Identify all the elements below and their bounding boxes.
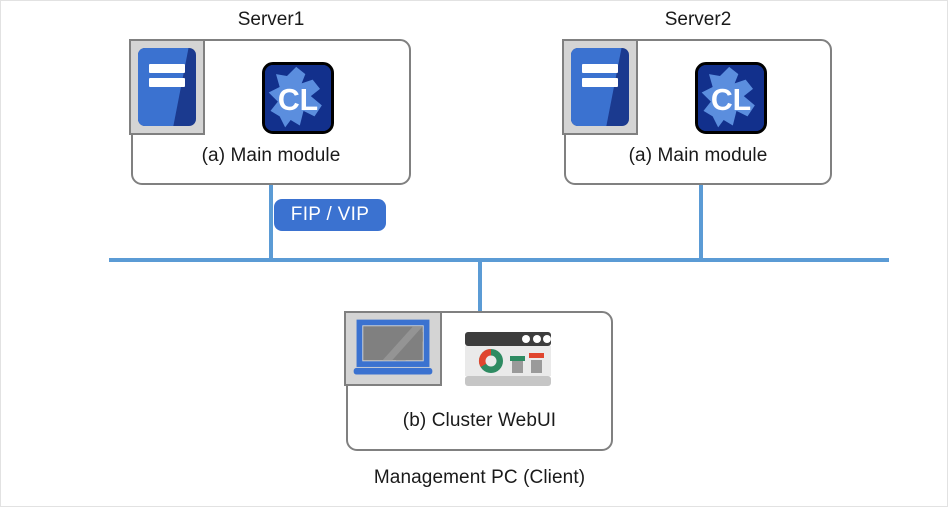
cluster-webui-label: (b) Cluster WebUI xyxy=(402,410,557,431)
server2-title: Server2 xyxy=(664,9,732,30)
server-rack-icon-2-sheen xyxy=(571,48,623,126)
server-rack-icon-2-slot-1 xyxy=(582,63,618,73)
server2-network-drop-line xyxy=(699,185,703,262)
server-rack-icon-slot-2 xyxy=(149,77,185,87)
server1-network-drop-line xyxy=(269,185,273,262)
server1-title: Server1 xyxy=(237,9,305,30)
cluster-cl-icon-2: CL xyxy=(695,62,767,134)
svg-text:CL: CL xyxy=(278,84,318,117)
server2-module-label: (a) Main module xyxy=(628,145,768,166)
laptop-icon xyxy=(344,311,442,386)
fip-vip-badge: FIP / VIP xyxy=(274,199,386,231)
management-pc-drop-line xyxy=(478,258,482,312)
server-rack-icon-sheen xyxy=(138,48,190,126)
svg-text:CL: CL xyxy=(711,84,751,117)
server-rack-icon-body xyxy=(138,48,196,126)
server-rack-icon-2-body xyxy=(571,48,629,126)
server-rack-icon-slot-1 xyxy=(149,63,185,73)
server-rack-icon-2 xyxy=(562,39,638,135)
cluster-cl-icon: CL xyxy=(262,62,334,134)
server-rack-icon-2-slot-2 xyxy=(582,77,618,87)
management-pc-label: Management PC (Client) xyxy=(373,467,586,488)
server-rack-icon xyxy=(129,39,205,135)
server1-module-label: (a) Main module xyxy=(201,145,341,166)
network-bus-line xyxy=(109,258,889,262)
browser-dashboard-icon xyxy=(462,332,554,390)
